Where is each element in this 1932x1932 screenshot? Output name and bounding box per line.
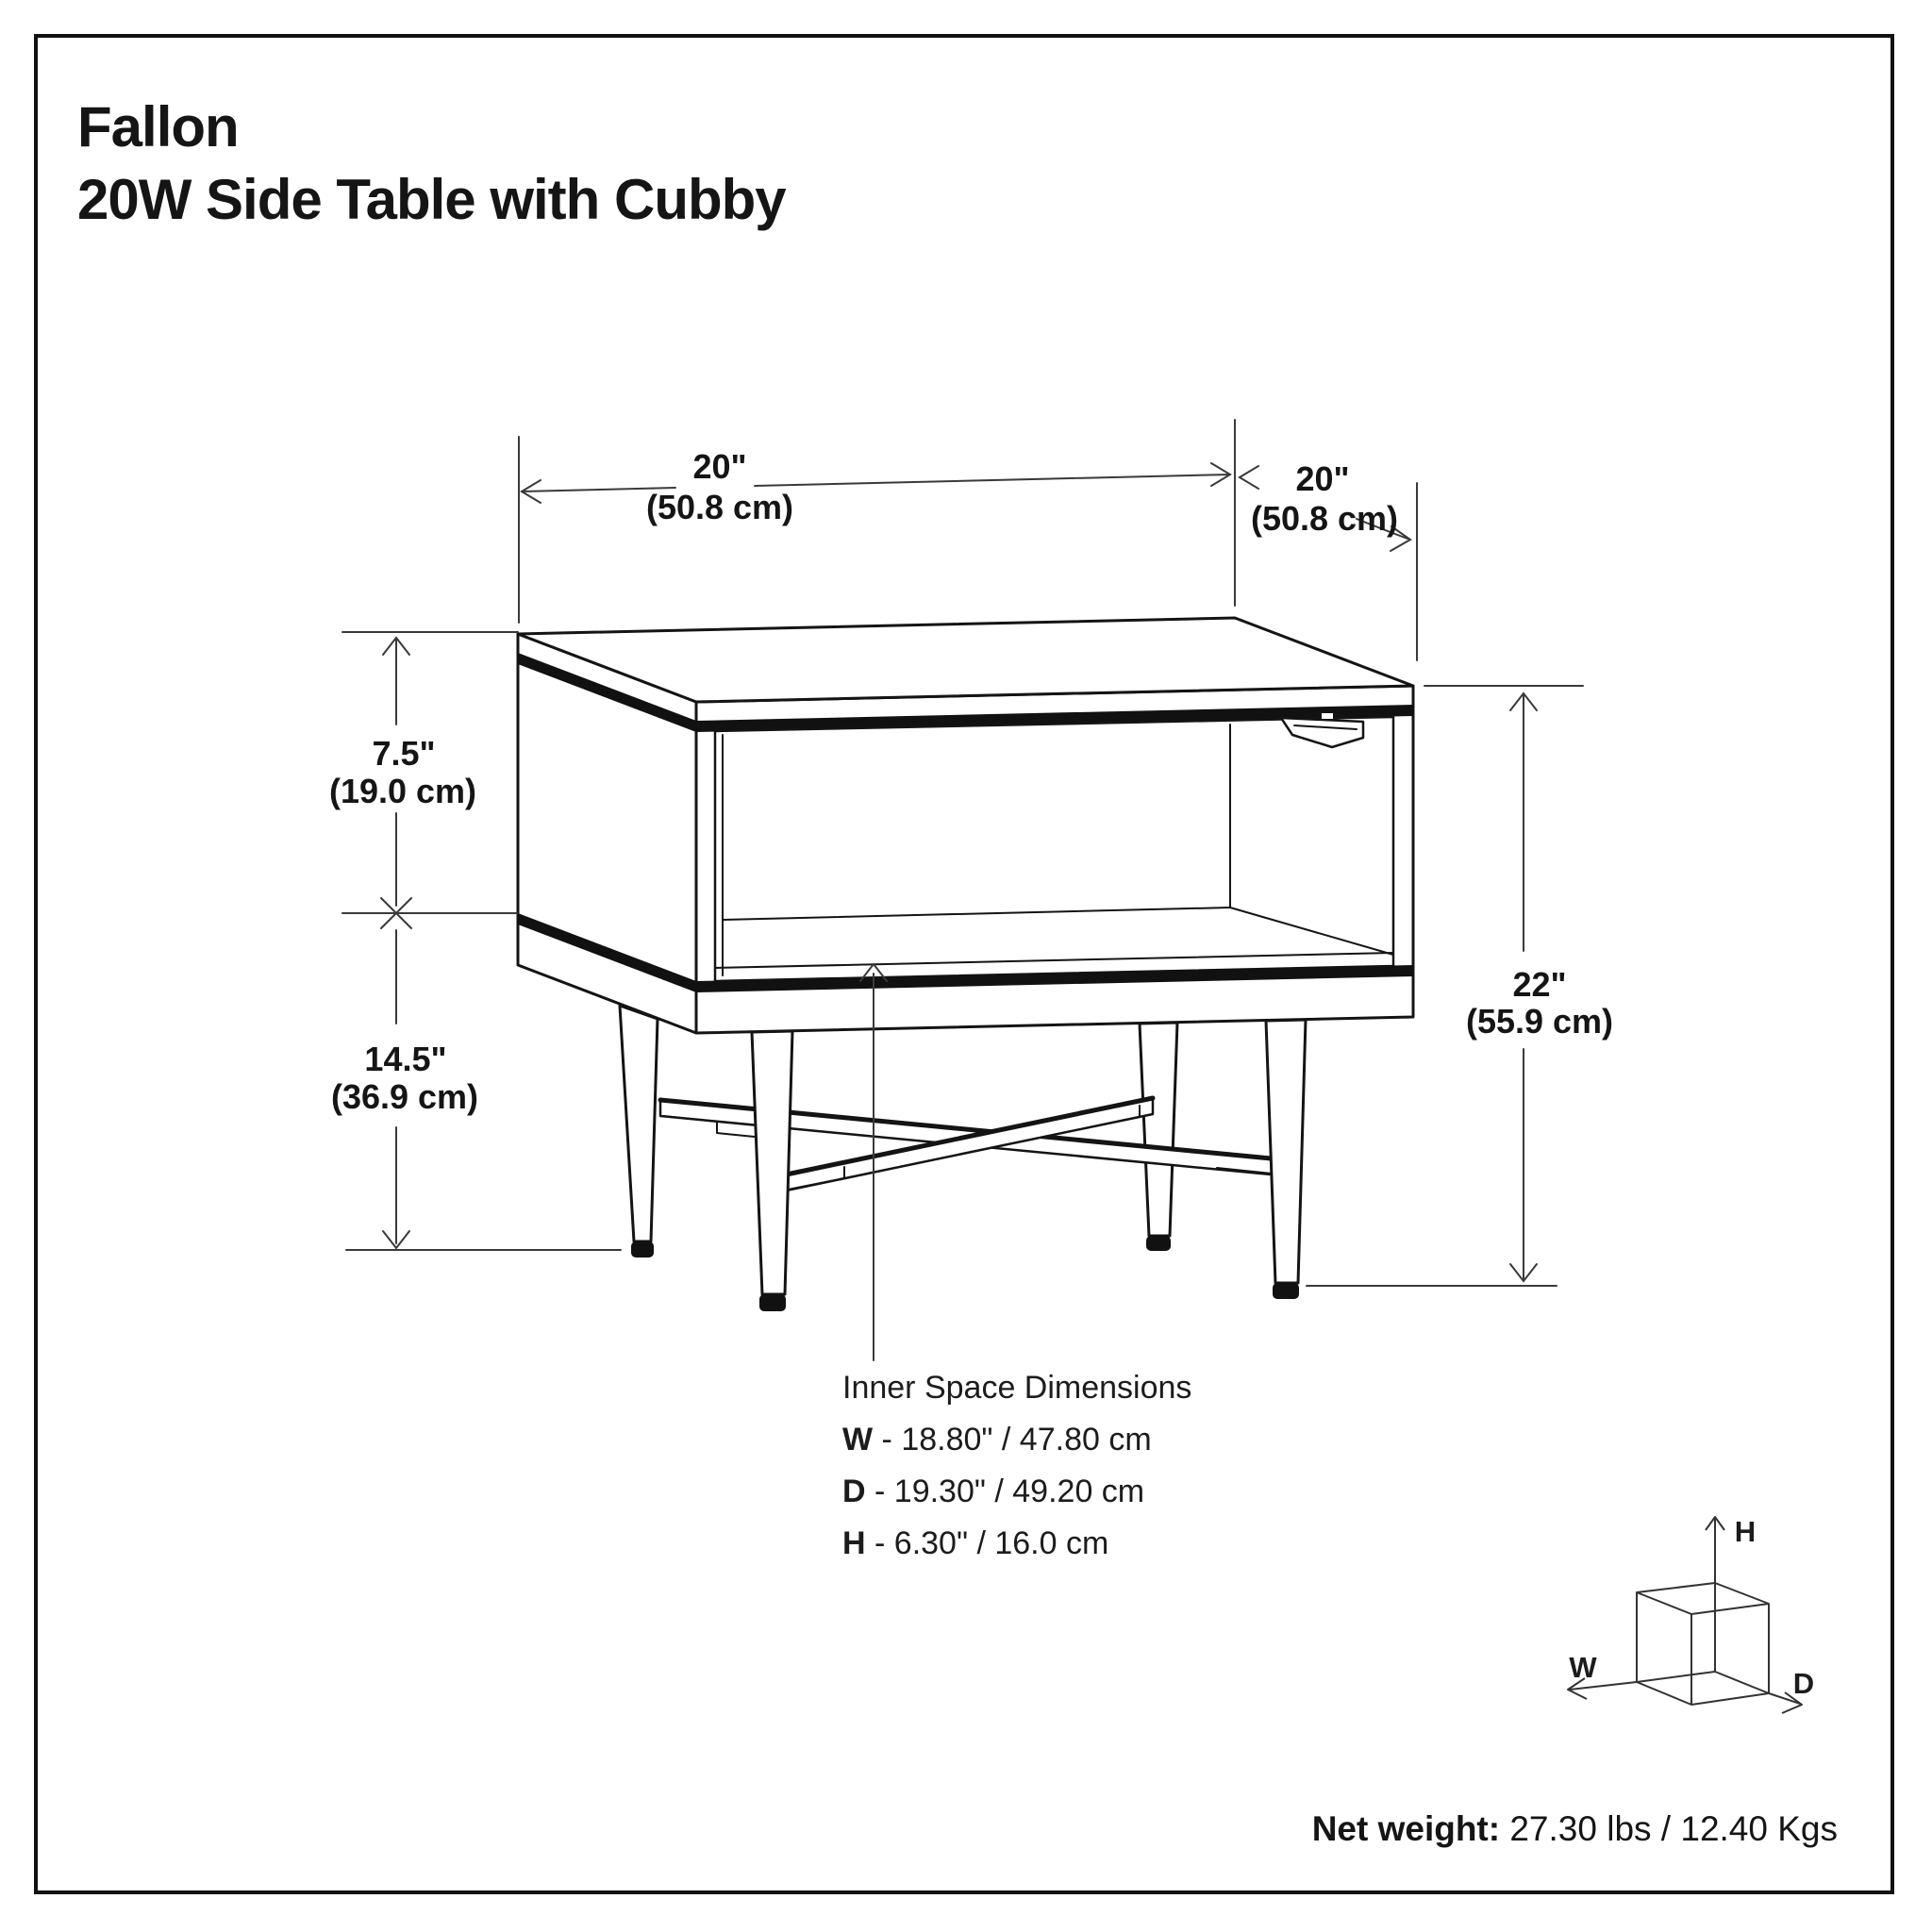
bottom-rail-accent-strip <box>518 913 1413 992</box>
depth-dimension-metric: (50.8 cm) <box>1250 499 1399 538</box>
upper-height-dimension-value: 7.5" <box>372 734 436 773</box>
inner-space-row-depth: D - 19.30" / 49.20 cm <box>842 1474 1191 1510</box>
inner-space-text-h: - 6.30" / 16.0 cm <box>874 1525 1109 1561</box>
total-height-dimension-value: 22" <box>1512 965 1567 1004</box>
total-height-dimension-lines <box>1306 685 1584 1287</box>
inner-space-note: Inner Space Dimensions W - 18.80" / 47.8… <box>842 1370 1191 1562</box>
cubby-bracket <box>1279 711 1365 749</box>
net-weight: Net weight: 27.30 lbs / 12.40 Kgs <box>1312 1809 1838 1849</box>
inner-space-axis-w: W <box>842 1422 874 1457</box>
leg-height-dimension-value: 14.5" <box>364 1040 447 1078</box>
cubby-opening <box>713 715 1395 983</box>
leg-height-dimension-lines <box>345 929 622 1251</box>
cube-axis-label-h: H <box>1734 1515 1757 1548</box>
page-title: Fallon 20W Side Table with Cubby <box>77 91 787 236</box>
table-front-legs <box>750 1018 1307 1311</box>
width-dimension-lines <box>518 419 1259 624</box>
product-name: Fallon <box>77 95 240 158</box>
inner-space-axis-h: H <box>842 1525 866 1561</box>
page-border-frame <box>34 34 1894 1894</box>
table-illustration <box>516 616 1415 1311</box>
total-height-dimension-metric: (55.9 cm) <box>1465 1002 1614 1041</box>
inner-space-row-height: H - 6.30" / 16.0 cm <box>842 1525 1191 1562</box>
upper-height-dimension-metric: (19.0 cm) <box>328 772 477 810</box>
net-weight-value: 27.30 lbs / 12.40 Kgs <box>1509 1809 1838 1848</box>
product-variant: 20W Side Table with Cubby <box>77 168 787 231</box>
depth-dimension-lines <box>1356 482 1418 661</box>
width-dimension-value: 20" <box>692 447 747 486</box>
leg-height-dimension-metric: (36.9 cm) <box>330 1077 479 1116</box>
depth-dimension-value: 20" <box>1295 459 1350 498</box>
dimension-cube-icon <box>1567 1516 1803 1714</box>
inner-space-text-w: - 18.80" / 47.80 cm <box>881 1422 1152 1457</box>
inner-space-row-width: W - 18.80" / 47.80 cm <box>842 1422 1191 1458</box>
cube-axis-label-w: W <box>1569 1651 1597 1684</box>
width-dimension-metric: (50.8 cm) <box>645 488 794 526</box>
x-stretcher <box>658 1095 1293 1194</box>
table-back-legs <box>618 1004 1179 1257</box>
net-weight-label: Net weight: <box>1311 1809 1501 1848</box>
inner-space-heading: Inner Space Dimensions <box>842 1370 1192 1406</box>
dimension-lines <box>341 419 1584 1361</box>
upper-height-dimension-lines <box>341 631 519 929</box>
tabletop-accent-strip <box>518 653 1413 732</box>
inner-space-text-d: - 19.30" / 49.20 cm <box>874 1474 1145 1509</box>
inner-space-leader-arrow <box>859 962 888 1361</box>
cube-axis-label-d: D <box>1792 1667 1815 1700</box>
inner-space-axis-d: D <box>842 1474 866 1509</box>
